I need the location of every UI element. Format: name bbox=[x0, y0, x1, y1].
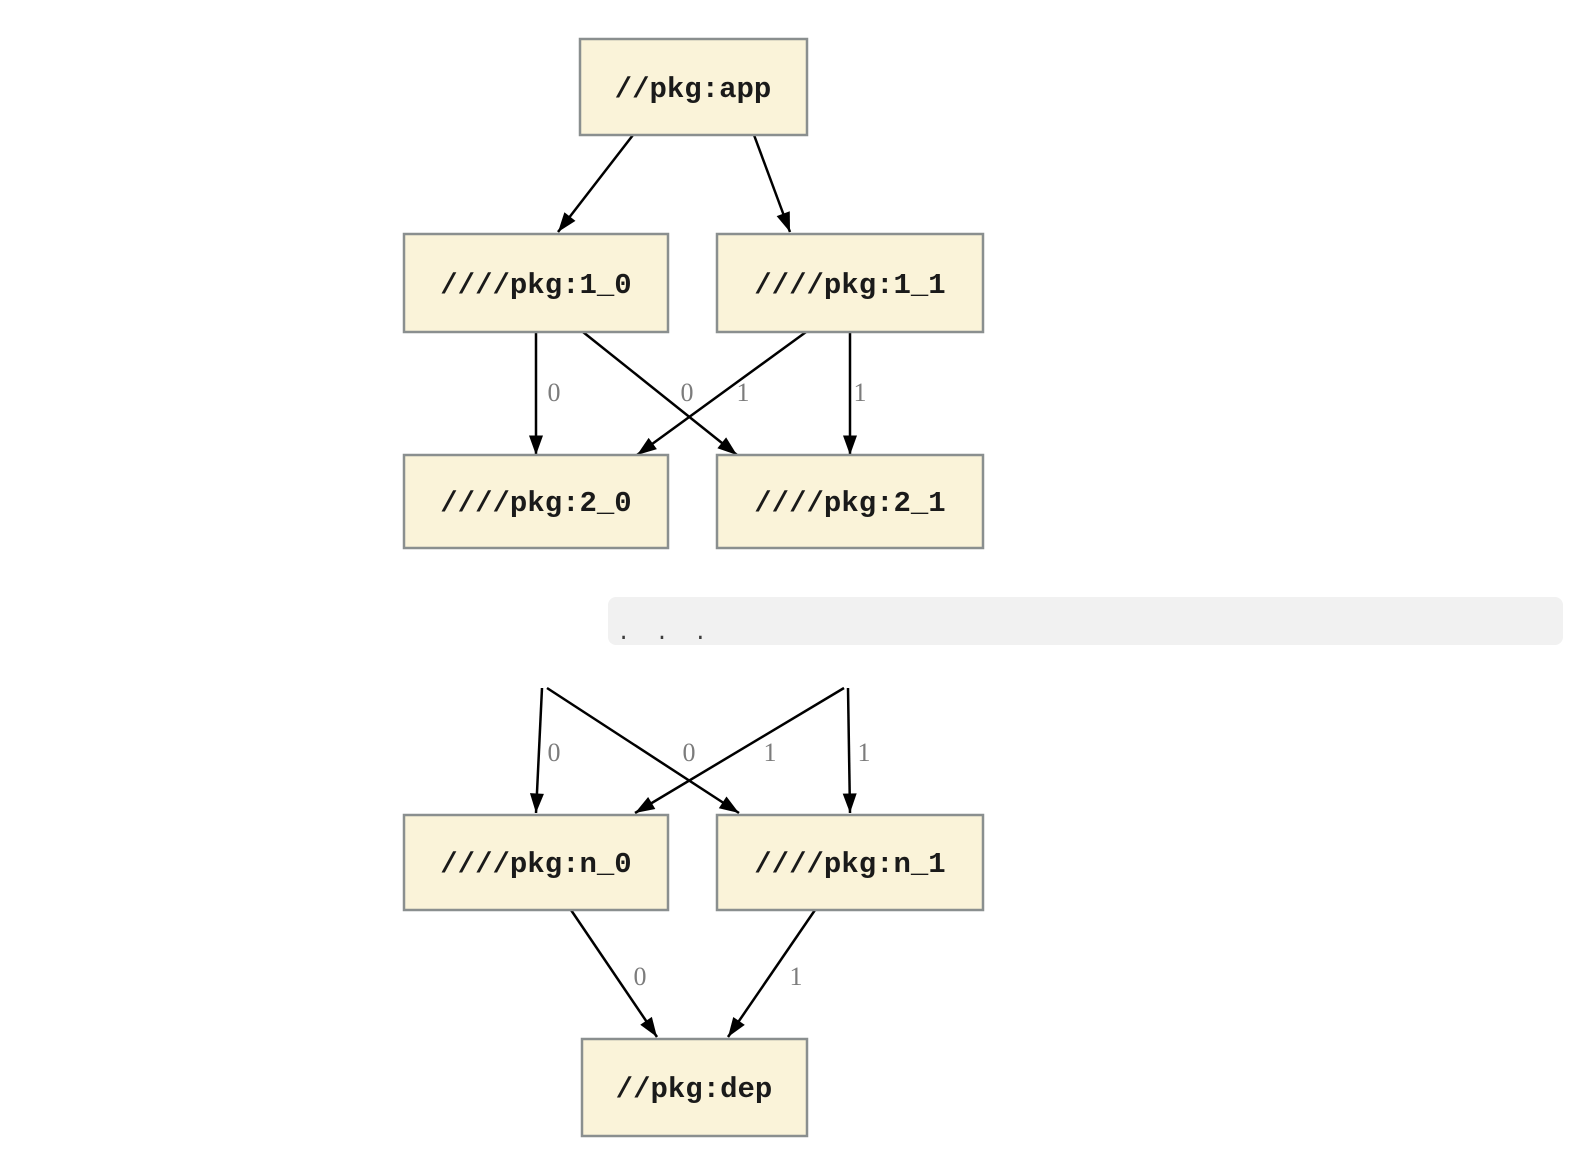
edge-label-n_1-dep: 1 bbox=[790, 962, 803, 991]
node-dep: //pkg:dep bbox=[580, 1037, 809, 1138]
node-n_1: ////pkg:n_1 bbox=[715, 813, 985, 912]
node-1_0: ////pkg:1_0 bbox=[402, 232, 670, 334]
node-app-box bbox=[578, 37, 809, 137]
edge-layer bbox=[529, 134, 857, 1038]
node-2_0: ////pkg:2_0 bbox=[402, 453, 670, 550]
node-2_0-box bbox=[402, 453, 670, 550]
node-2_1-box bbox=[715, 453, 985, 550]
edge-ellipsis-left-to-n_1 bbox=[546, 686, 740, 815]
node-n_1-label: ////pkg:n_1 bbox=[754, 848, 945, 881]
edge-n_0-to-dep bbox=[569, 909, 659, 1038]
ellipsis-dots: . . . bbox=[617, 621, 713, 646]
edge-1_0-to-2_1 bbox=[582, 331, 738, 456]
node-2_0-label: ////pkg:2_0 bbox=[440, 487, 631, 520]
node-n_0: ////pkg:n_0 bbox=[402, 813, 670, 912]
edge-ellipsis-right-to-n_1 bbox=[842, 687, 857, 814]
node-n_0-label: ////pkg:n_0 bbox=[440, 848, 631, 881]
edge-ellipsis-left-to-n_0 bbox=[529, 687, 544, 814]
node-dep-box bbox=[580, 1037, 809, 1138]
edge-app-to-1_0 bbox=[557, 134, 634, 233]
node-n_0-box bbox=[402, 813, 670, 912]
edge-app-to-1_1 bbox=[752, 134, 792, 233]
edge-n_1-to-dep bbox=[726, 909, 817, 1038]
node-1_0-label: ////pkg:1_0 bbox=[440, 269, 631, 302]
edge-label-layer: 0 0 1 1 0 0 1 1 0 1 bbox=[548, 378, 871, 991]
node-2_1: ////pkg:2_1 bbox=[715, 453, 985, 550]
edge-1_1-to-2_0 bbox=[636, 330, 807, 457]
edge-ellipsis-right-to-n_0 bbox=[634, 686, 845, 815]
node-n_1-box bbox=[715, 813, 985, 912]
edge-label-n_0-dep: 0 bbox=[634, 962, 647, 991]
edge-label-1_1-2_1: 1 bbox=[854, 378, 867, 407]
ellipsis-band: . . . bbox=[608, 597, 1563, 646]
edge-label-left-n_1: 1 bbox=[764, 738, 777, 767]
edge-label-right-n_0: 0 bbox=[683, 738, 696, 767]
edge-label-right-n_1: 1 bbox=[858, 738, 871, 767]
ellipsis-band-background bbox=[608, 597, 1563, 645]
edge-label-left-n_0: 0 bbox=[548, 738, 561, 767]
edge-label-1_1-2_0: 0 bbox=[681, 378, 694, 407]
node-1_1-label: ////pkg:1_1 bbox=[754, 269, 945, 302]
node-dep-label: //pkg:dep bbox=[616, 1073, 773, 1106]
edge-label-1_0-2_1: 1 bbox=[737, 378, 750, 407]
node-1_0-box bbox=[402, 232, 670, 334]
edge-label-1_0-2_0: 0 bbox=[548, 378, 561, 407]
node-2_1-label: ////pkg:2_1 bbox=[754, 487, 945, 520]
node-app-label: //pkg:app bbox=[615, 73, 772, 106]
node-app: //pkg:app bbox=[578, 37, 809, 137]
node-1_1: ////pkg:1_1 bbox=[715, 232, 985, 334]
node-layer: //pkg:app ////pkg:1_0 ////pkg:1_1 ////pk… bbox=[402, 37, 985, 1138]
node-1_1-box bbox=[715, 232, 985, 334]
